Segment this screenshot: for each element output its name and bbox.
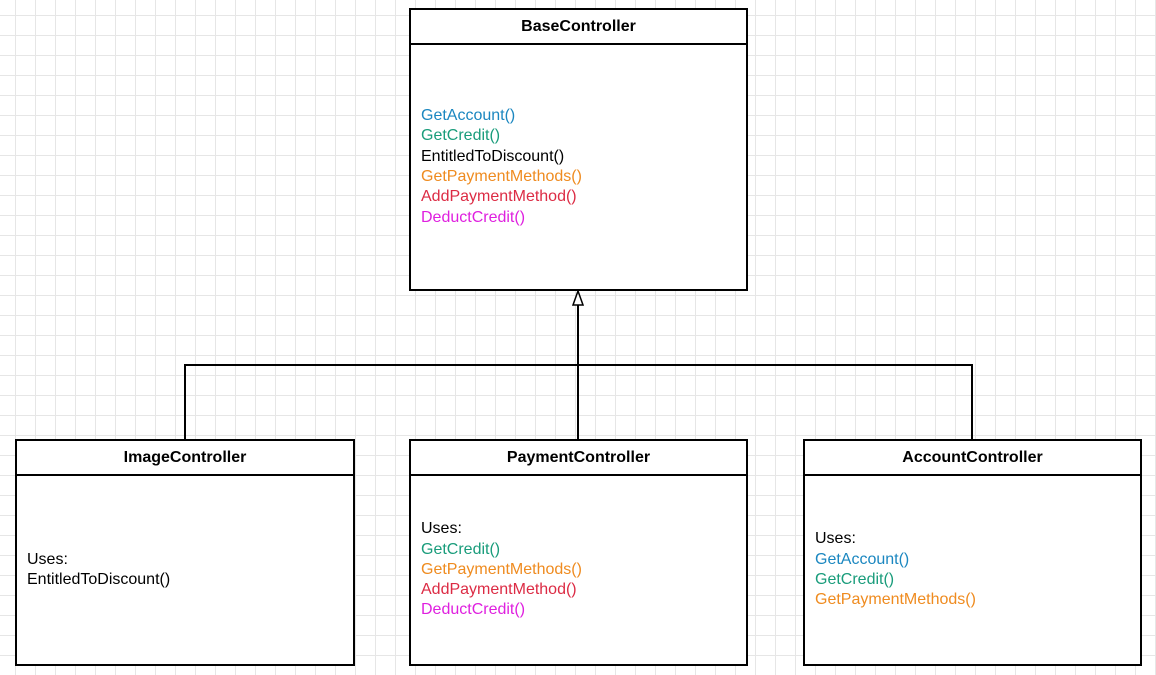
method-get-payment-methods: GetPaymentMethods(): [421, 560, 582, 578]
method-list: Uses: EntitledToDiscount(): [27, 476, 343, 664]
method-deduct-credit: DeductCredit(): [421, 601, 526, 619]
class-name: PaymentController: [411, 441, 746, 476]
class-name: ImageController: [17, 441, 353, 476]
uses-label: Uses:: [815, 530, 856, 548]
method-get-credit: GetCredit(): [815, 571, 895, 588]
method-list: Uses: GetAccount() GetCredit() GetPaymen…: [815, 476, 1130, 664]
method-get-payment-methods: GetPaymentMethods(): [815, 591, 976, 609]
payment-controller-class[interactable]: PaymentController Uses: GetCredit() GetP…: [409, 439, 748, 666]
base-controller-class[interactable]: BaseController GetAccount() GetCredit() …: [409, 8, 748, 291]
method-list: GetAccount() GetCredit() EntitledToDisco…: [421, 45, 736, 289]
method-add-payment-method: AddPaymentMethod(): [421, 581, 577, 599]
method-get-credit: GetCredit(): [421, 127, 501, 145]
method-list: Uses: GetCredit() GetPaymentMethods() Ad…: [421, 476, 736, 664]
inheritance-arrowhead: [571, 288, 585, 306]
class-name: BaseController: [411, 10, 746, 45]
method-get-account: GetAccount(): [421, 107, 516, 125]
method-get-payment-methods: GetPaymentMethods(): [421, 168, 582, 185]
method-add-payment-method: AddPaymentMethod(): [421, 188, 577, 206]
account-controller-class[interactable]: AccountController Uses: GetAccount() Get…: [803, 439, 1142, 666]
image-controller-class[interactable]: ImageController Uses: EntitledToDiscount…: [15, 439, 355, 666]
method-deduct-credit: DeductCredit(): [421, 208, 526, 226]
uses-label: Uses:: [27, 550, 68, 568]
method-entitled-to-discount: EntitledToDiscount(): [27, 571, 171, 588]
method-entitled-to-discount: EntitledToDiscount(): [421, 147, 565, 165]
method-get-account: GetAccount(): [815, 550, 910, 568]
method-get-credit: GetCredit(): [421, 540, 501, 558]
class-name: AccountController: [805, 441, 1140, 476]
uses-label: Uses:: [421, 520, 462, 538]
